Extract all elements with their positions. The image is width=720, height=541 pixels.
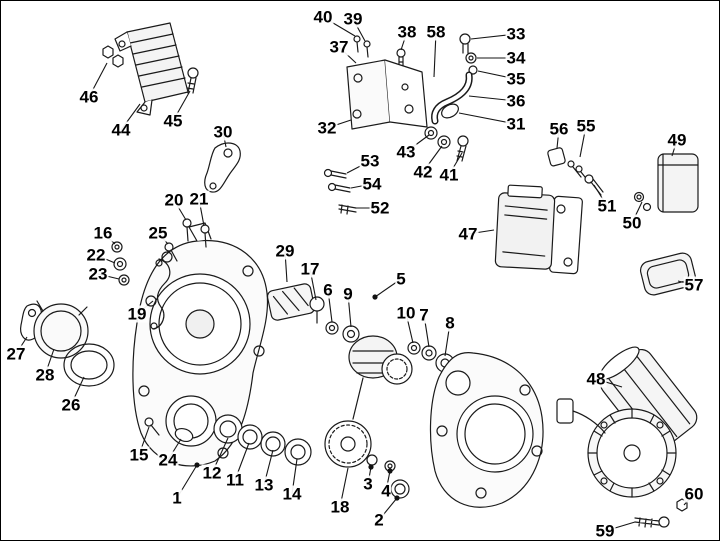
part-callout-55: 55 (575, 116, 597, 136)
rubber-mount-drawing (547, 147, 590, 183)
part-callout-45: 45 (162, 111, 184, 131)
washers-16-22-23-drawing (111, 241, 130, 286)
part-callout-3: 3 (362, 474, 374, 494)
part-callout-2: 2 (373, 510, 385, 530)
part-callout-9: 9 (342, 284, 354, 304)
regulator-screw-drawing (186, 67, 199, 94)
leader-dot-4 (387, 468, 393, 474)
part-callout-25: 25 (147, 223, 169, 243)
part-callout-37: 37 (328, 37, 350, 57)
part-callout-26: 26 (60, 395, 82, 415)
part-callout-47: 47 (457, 224, 479, 244)
left-cover-drawing (20, 300, 115, 387)
part-callout-42: 42 (412, 162, 434, 182)
part-callout-14: 14 (281, 484, 303, 504)
voltage-regulator-drawing (114, 22, 189, 116)
part-callout-16: 16 (92, 223, 114, 243)
part-callout-52: 52 (369, 198, 391, 218)
part-callout-18: 18 (329, 497, 351, 517)
bolt-15-plug-24-drawing (144, 417, 194, 443)
part-callout-46: 46 (78, 87, 100, 107)
screws-52-54-drawing (323, 168, 357, 215)
part-callout-29: 29 (274, 241, 296, 261)
part-callout-59: 59 (594, 521, 616, 541)
cover-57-drawing (639, 252, 697, 296)
part-callout-39: 39 (342, 9, 364, 29)
cover-29-drawing (266, 283, 316, 321)
clamp-19-drawing (150, 258, 171, 330)
ecu-drawing (494, 184, 583, 275)
part-callout-51: 51 (596, 196, 618, 216)
small-bolts-39-40-drawing (353, 35, 371, 58)
part-callout-56: 56 (548, 119, 570, 139)
part-callout-60: 60 (683, 484, 705, 504)
hose-clamp-drawing (441, 103, 459, 119)
part-callout-17: 17 (299, 259, 321, 279)
leader-dot-2 (394, 495, 400, 501)
part-callout-28: 28 (34, 365, 56, 385)
part-callout-19: 19 (126, 304, 148, 324)
washers-seal-drawing (366, 454, 410, 499)
gear-assembly-drawing (309, 296, 455, 420)
hose-fittings-drawing (459, 33, 478, 75)
part-callout-32: 32 (316, 118, 338, 138)
bracket-30-drawing (204, 142, 241, 193)
bolts-20-21-25-drawing (164, 218, 210, 262)
part-callout-54: 54 (361, 174, 383, 194)
part-callout-21: 21 (188, 189, 210, 209)
part-callout-34: 34 (505, 48, 527, 68)
part-callout-13: 13 (253, 475, 275, 495)
part-callout-10: 10 (395, 303, 417, 323)
part-callout-5: 5 (395, 269, 407, 289)
mounting-bracket-drawing (346, 59, 428, 130)
part-callout-53: 53 (359, 151, 381, 171)
part-callout-4: 4 (380, 481, 392, 501)
part-callout-40: 40 (312, 7, 334, 27)
part-callout-1: 1 (171, 488, 183, 508)
part-callout-58: 58 (425, 22, 447, 42)
part-callout-23: 23 (87, 264, 109, 284)
part-callout-38: 38 (396, 22, 418, 42)
hose-drawing (431, 71, 473, 125)
part-callout-20: 20 (163, 190, 185, 210)
part-callout-27: 27 (5, 344, 27, 364)
crankcase-right-drawing (429, 352, 544, 508)
part-callout-15: 15 (128, 445, 150, 465)
part-callout-41: 41 (438, 165, 460, 185)
part-callout-7: 7 (418, 305, 430, 325)
part-callout-8: 8 (444, 313, 456, 333)
part-callout-48: 48 (585, 369, 607, 389)
part-callout-11: 11 (225, 470, 245, 490)
part-callout-57: 57 (683, 275, 705, 295)
part-callout-30: 30 (212, 122, 234, 142)
leader-dot-3 (368, 464, 374, 470)
leader-dot-1 (194, 462, 200, 468)
part-callout-24: 24 (157, 450, 179, 470)
starter-motor-drawing (556, 346, 698, 498)
part-callout-44: 44 (110, 120, 132, 140)
part-callout-33: 33 (505, 24, 527, 44)
part-callout-36: 36 (505, 91, 527, 111)
gear-18-drawing (324, 420, 372, 468)
part-callout-35: 35 (505, 69, 527, 89)
screws-50-51-drawing (584, 174, 652, 212)
part-callout-50: 50 (621, 213, 643, 233)
regulator-nuts-drawing (102, 45, 124, 68)
bolt-59-nut-60-drawing (634, 498, 688, 528)
washers-bolt-41-43-drawing (424, 126, 469, 162)
part-callout-43: 43 (395, 142, 417, 162)
part-callout-22: 22 (85, 245, 107, 265)
part-callout-31: 31 (505, 114, 527, 134)
part-callout-49: 49 (666, 130, 688, 150)
part-callout-6: 6 (322, 280, 334, 300)
leader-dot-5 (372, 294, 378, 300)
cover-49-drawing (657, 153, 699, 213)
part-callout-12: 12 (201, 463, 223, 483)
bearings-drawing (213, 414, 312, 466)
